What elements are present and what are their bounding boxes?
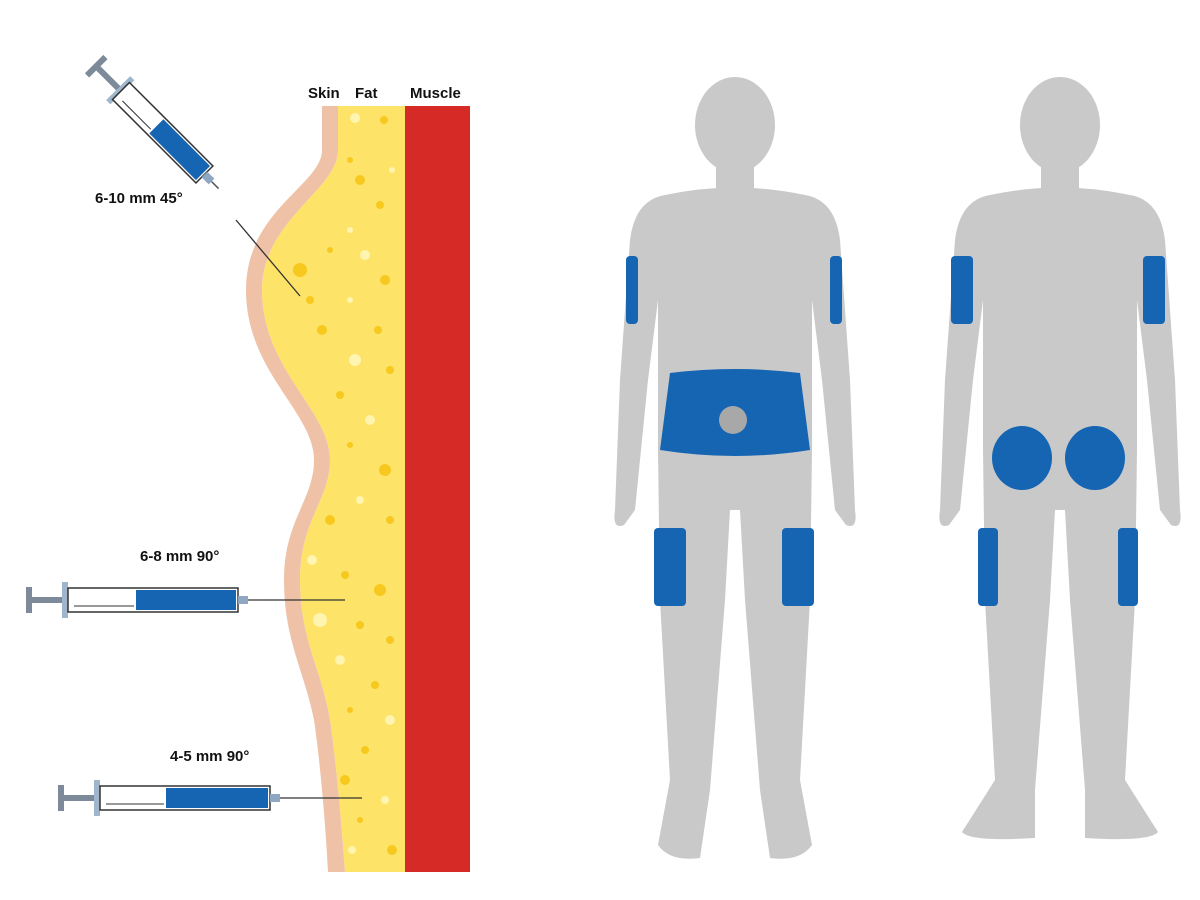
fat-dot <box>335 655 345 665</box>
fat-globules <box>293 113 397 855</box>
back-thigh-left-site <box>978 528 998 606</box>
fat-dot <box>313 613 327 627</box>
front-thigh-right-site <box>782 528 814 606</box>
fat-dot <box>386 516 394 524</box>
fat-dot <box>360 250 370 260</box>
fat-dot <box>327 247 333 253</box>
fat-dot <box>355 175 365 185</box>
fat-dot <box>347 227 353 233</box>
syringe-90-b <box>58 780 292 816</box>
buttock-right-site <box>1065 426 1125 490</box>
fat-dot <box>347 297 353 303</box>
fat-dot <box>356 621 364 629</box>
fat-dot <box>336 391 344 399</box>
fat-dot <box>374 326 382 334</box>
fat-dot <box>293 263 307 277</box>
buttock-left-site <box>992 426 1052 490</box>
dose-label-90-b: 4-5 mm 90° <box>170 748 250 765</box>
muscle-layer <box>405 106 470 872</box>
fat-dot <box>347 442 353 448</box>
muscle-label: Muscle <box>410 85 461 102</box>
dose-label-90-a: 6-8 mm 90° <box>140 548 220 565</box>
fat-dot <box>361 746 369 754</box>
fat-dot <box>340 775 350 785</box>
fat-dot <box>356 496 364 504</box>
fat-dot <box>386 636 394 644</box>
skin-layer <box>246 106 345 872</box>
front-sites <box>626 256 842 606</box>
skin-label: Skin <box>308 85 340 102</box>
navel-icon <box>719 406 747 434</box>
body-back <box>939 77 1181 840</box>
back-sites <box>951 256 1165 606</box>
front-upper-arm-left-site <box>626 256 638 324</box>
fat-dot <box>325 515 335 525</box>
fat-dot <box>389 167 395 173</box>
fat-dot <box>349 354 361 366</box>
fat-dot <box>365 415 375 425</box>
fat-dot <box>379 464 391 476</box>
fat-dot <box>348 846 356 854</box>
syringe-45 <box>84 54 220 190</box>
syringe-90-a <box>26 582 260 618</box>
fat-dot <box>386 366 394 374</box>
fat-dot <box>371 681 379 689</box>
fat-dot <box>385 715 395 725</box>
body-front <box>614 77 856 859</box>
fat-dot <box>306 296 314 304</box>
back-upper-arm-left-site <box>951 256 973 324</box>
fat-layer <box>262 106 405 872</box>
fat-dot <box>376 201 384 209</box>
front-thigh-left-site <box>654 528 686 606</box>
fat-dot <box>387 845 397 855</box>
fat-dot <box>341 571 349 579</box>
fat-label: Fat <box>355 85 378 102</box>
back-thigh-right-site <box>1118 528 1138 606</box>
dose-label-45: 6-10 mm 45° <box>95 190 183 207</box>
fat-dot <box>317 325 327 335</box>
fat-dot <box>380 116 388 124</box>
back-upper-arm-right-site <box>1143 256 1165 324</box>
fat-dot <box>374 584 386 596</box>
fat-dot <box>307 555 317 565</box>
fat-dot <box>381 796 389 804</box>
front-upper-arm-right-site <box>830 256 842 324</box>
fat-dot <box>347 157 353 163</box>
fat-dot <box>350 113 360 123</box>
fat-dot <box>380 275 390 285</box>
needle-line-45 <box>235 219 301 297</box>
fat-dot <box>357 817 363 823</box>
fat-dot <box>347 707 353 713</box>
